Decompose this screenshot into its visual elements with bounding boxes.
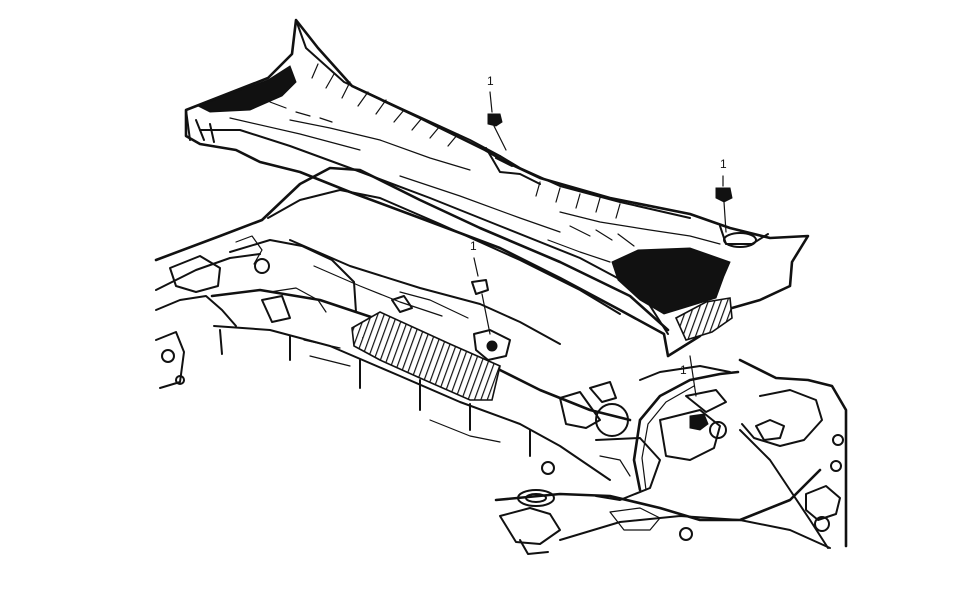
callout-group: 1 1 1 1 bbox=[470, 74, 733, 431]
nut-icon bbox=[487, 113, 503, 127]
strut-mount bbox=[517, 489, 555, 507]
bolt-hole bbox=[175, 375, 185, 385]
reservoir-cap bbox=[595, 403, 629, 437]
bolt-hole bbox=[161, 349, 175, 363]
callout-label: 1 bbox=[720, 157, 727, 171]
fastener-boss bbox=[723, 232, 757, 248]
bolt-hole bbox=[541, 461, 555, 475]
callout-label: 1 bbox=[470, 239, 477, 253]
nut-icon bbox=[715, 187, 733, 203]
body-structure bbox=[154, 166, 848, 555]
right-vent-opening bbox=[611, 247, 731, 315]
left-vent-opening bbox=[196, 65, 297, 113]
callout-leader bbox=[473, 257, 479, 277]
bolt-hole bbox=[832, 434, 844, 446]
callout-label: 1 bbox=[487, 74, 494, 88]
bolt-hole bbox=[814, 516, 830, 532]
bolt-hole bbox=[830, 460, 842, 472]
air-inlet-screen bbox=[351, 311, 501, 401]
fastener-stud bbox=[486, 340, 498, 352]
callout-leader bbox=[689, 355, 697, 397]
callout-leader bbox=[489, 91, 493, 113]
wiper-linkage bbox=[632, 370, 740, 492]
cowl-vent-panel bbox=[184, 18, 810, 358]
nut-icon bbox=[689, 413, 709, 431]
clip-hole bbox=[254, 258, 270, 274]
bolt-hole bbox=[679, 527, 693, 541]
callout-label: 1 bbox=[680, 363, 687, 377]
bolt-icon bbox=[471, 279, 489, 295]
motor-mount bbox=[709, 421, 727, 439]
